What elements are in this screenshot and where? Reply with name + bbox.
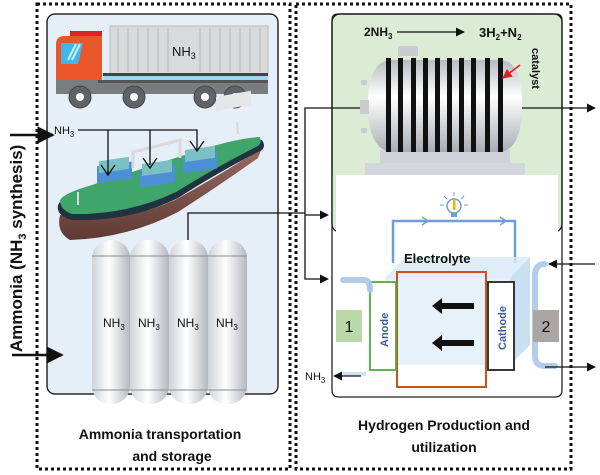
right-caption-line2: utilization bbox=[411, 439, 476, 455]
reaction-products: 3H2+N2 bbox=[479, 25, 522, 42]
wire-arrow-2 bbox=[499, 216, 508, 226]
left-caption-line1: Ammonia transportation bbox=[79, 426, 242, 442]
connection-lines bbox=[187, 107, 360, 284]
truck-icon bbox=[56, 25, 269, 109]
catalyst-label: catalyst bbox=[529, 48, 541, 89]
electrolyte-box bbox=[396, 271, 487, 388]
anode-label: Anode bbox=[379, 313, 391, 347]
tank-labels: NH3 NH3 NH3 NH3 bbox=[103, 316, 238, 332]
tank-label-3: NH3 bbox=[177, 316, 199, 332]
ship-loading-lines bbox=[78, 129, 205, 177]
electrolyte-label: Electrolyte bbox=[404, 251, 470, 266]
port-1-box bbox=[336, 310, 362, 342]
anode-electrode bbox=[369, 281, 397, 371]
circuit-wire bbox=[391, 219, 517, 263]
port-1-label: 1 bbox=[345, 319, 354, 336]
left-caption-line2: and storage bbox=[132, 448, 212, 464]
cathode-electrode bbox=[487, 281, 515, 371]
reaction-reactant: 2NH3 bbox=[364, 25, 393, 41]
catalyst-pointer-arrow bbox=[502, 64, 521, 79]
side-label-ammonia-synthesis: Ammonia (NH3 synthesis) bbox=[7, 145, 29, 352]
port-2-box bbox=[533, 310, 559, 342]
ship-icon bbox=[57, 90, 265, 240]
reactor-icon bbox=[360, 46, 525, 175]
tank-label-1: NH3 bbox=[103, 316, 125, 332]
tank-label-4: NH3 bbox=[216, 316, 238, 332]
catalyst-bars bbox=[386, 58, 503, 152]
lightbulb-icon bbox=[440, 192, 468, 217]
storage-tanks bbox=[92, 240, 247, 404]
cathode-label: Cathode bbox=[497, 306, 509, 350]
pipes bbox=[340, 261, 558, 369]
nh3-exhaust-label: NH3 bbox=[305, 371, 326, 385]
right-caption-line1: Hydrogen Production and bbox=[358, 417, 530, 433]
right-dotted-border bbox=[294, 2, 573, 471]
port-2-label: 2 bbox=[542, 319, 551, 336]
truck-nh3-label: NH3 bbox=[172, 44, 196, 61]
left-dotted-border bbox=[35, 2, 292, 471]
wire-arrow-1 bbox=[421, 216, 430, 226]
right-panel-outline bbox=[331, 13, 563, 398]
ion-flow-arrows bbox=[432, 298, 474, 351]
tank-label-2: NH3 bbox=[138, 316, 160, 332]
ship-nh3-label: NH3 bbox=[54, 125, 75, 139]
